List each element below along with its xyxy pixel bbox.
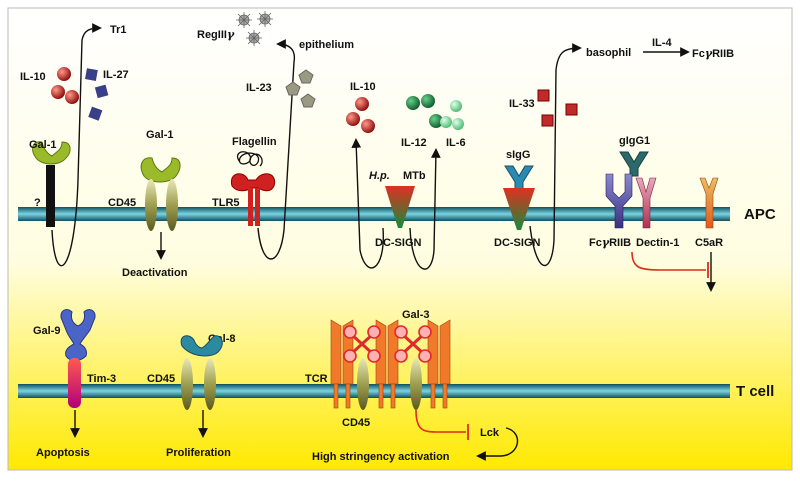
il12-molecule — [421, 94, 435, 108]
arrow-to-epithelium — [257, 39, 296, 260]
unknown-receptor-label: ? — [34, 197, 41, 209]
regiii-label: RegIIIγ — [197, 28, 235, 41]
tcr-label: TCR — [305, 373, 328, 385]
gigg1-label: gIgG1 — [619, 135, 650, 147]
apoptosis-label: Apoptosis — [36, 447, 90, 459]
cd45-oval — [410, 358, 422, 410]
regiii-molecules — [236, 11, 273, 46]
gal1-mid-label: Gal-1 — [146, 129, 174, 141]
tim3-label: Tim-3 — [87, 373, 116, 385]
gal8-galectin — [180, 335, 223, 357]
c5ar-label: C5aR — [695, 237, 723, 249]
tcell-label: T cell — [736, 383, 774, 400]
dcsign-1-label: DC-SIGN — [375, 237, 422, 249]
cd45-top-label: CD45 — [108, 197, 136, 209]
il10-molecule — [65, 90, 79, 104]
arrow-to-basophil — [529, 43, 582, 267]
cd45-tcell-label: CD45 — [342, 417, 370, 429]
il12-molecule — [429, 114, 443, 128]
cd45-oval — [204, 358, 216, 410]
cd45-oval — [357, 358, 369, 410]
flagellin-label: Flagellin — [232, 136, 277, 148]
proliferation-label: Proliferation — [166, 447, 231, 459]
gigg1-antibody — [619, 151, 649, 177]
dcsign-2-label: DC-SIGN — [494, 237, 541, 249]
inhibition-line — [631, 251, 706, 271]
deactivation-label: Deactivation — [122, 267, 188, 279]
il4-label: IL-4 — [652, 37, 672, 49]
il33-molecule — [537, 89, 550, 102]
arrow-to-il12-il6 — [409, 148, 441, 270]
apc-label: APC — [744, 206, 776, 223]
il10-molecule — [51, 85, 65, 99]
il23-molecule — [298, 69, 314, 84]
cd45-oval — [145, 179, 157, 231]
il10-left-label: IL-10 — [20, 71, 46, 83]
gal1-mid-galectin — [140, 157, 181, 183]
apc-membrane — [18, 207, 730, 221]
gal1-left-galectin — [32, 141, 71, 165]
dectin1-label: Dectin-1 — [636, 237, 679, 249]
il10-mid-label: IL-10 — [350, 81, 376, 93]
high-stringency-label: High stringency activation — [312, 451, 450, 463]
tcell-membrane — [18, 384, 730, 398]
dectin1-receptor — [635, 177, 657, 229]
il27-molecule — [85, 68, 98, 81]
il10-molecule — [57, 67, 71, 81]
il6-label: IL-6 — [446, 137, 466, 149]
sigg-antibody — [504, 165, 534, 193]
dcsign-receptor — [503, 188, 535, 230]
hp-label: H.p. — [369, 170, 390, 182]
lck-label: Lck — [480, 427, 500, 439]
arrow-to-il10 — [351, 138, 384, 269]
c5ar-receptor — [699, 177, 719, 229]
gal9-label: Gal-9 — [33, 325, 61, 337]
tr1-label: Tr1 — [110, 24, 127, 36]
il33-molecule — [565, 103, 578, 116]
il23-molecule — [300, 93, 316, 108]
il12-molecule — [406, 96, 420, 110]
il6-molecule — [450, 100, 462, 112]
gal1-left-label: Gal-1 — [29, 139, 57, 151]
tim3-receptor — [68, 358, 81, 408]
tlr5-stem — [248, 188, 253, 226]
dcsign-receptor — [385, 186, 415, 228]
il27-molecule — [94, 84, 109, 99]
mtb-label: MTb — [403, 170, 426, 182]
epithelium-label: epithelium — [299, 39, 354, 51]
il6-molecule — [452, 118, 464, 130]
il23-molecule — [285, 81, 301, 96]
il10-molecule — [346, 112, 360, 126]
cd45-oval — [166, 179, 178, 231]
fcgriib-label: FcγRIIB — [589, 236, 631, 249]
il27-label: IL-27 — [103, 69, 129, 81]
il33-molecule — [541, 114, 554, 127]
il12-label: IL-12 — [401, 137, 427, 149]
unknown-receptor — [46, 165, 55, 227]
sigg-label: sIgG — [506, 149, 530, 161]
flagellin-scribble — [236, 151, 263, 167]
il27-molecule — [88, 106, 103, 121]
il33-label: IL-33 — [509, 98, 535, 110]
inhibition-line-lck — [415, 409, 466, 433]
gal3-label: Gal-3 — [402, 309, 430, 321]
gal9-galectin — [60, 309, 96, 361]
il10-molecule — [355, 97, 369, 111]
il10-molecule — [361, 119, 375, 133]
arrow-to-activation — [476, 427, 518, 461]
fcgriib-receptor — [605, 173, 633, 229]
cd45-oval — [181, 358, 193, 410]
arrow-to-tr1 — [51, 23, 102, 267]
cd45-low-label: CD45 — [147, 373, 175, 385]
fcgriib-top-label: FcγRIIB — [692, 47, 734, 60]
gal3-lattice — [343, 325, 432, 363]
il23-label: IL-23 — [246, 82, 272, 94]
basophil-label: basophil — [586, 47, 631, 59]
tlr5-label: TLR5 — [212, 197, 240, 209]
il6-molecule — [440, 116, 452, 128]
tlr5-stem — [255, 188, 260, 226]
